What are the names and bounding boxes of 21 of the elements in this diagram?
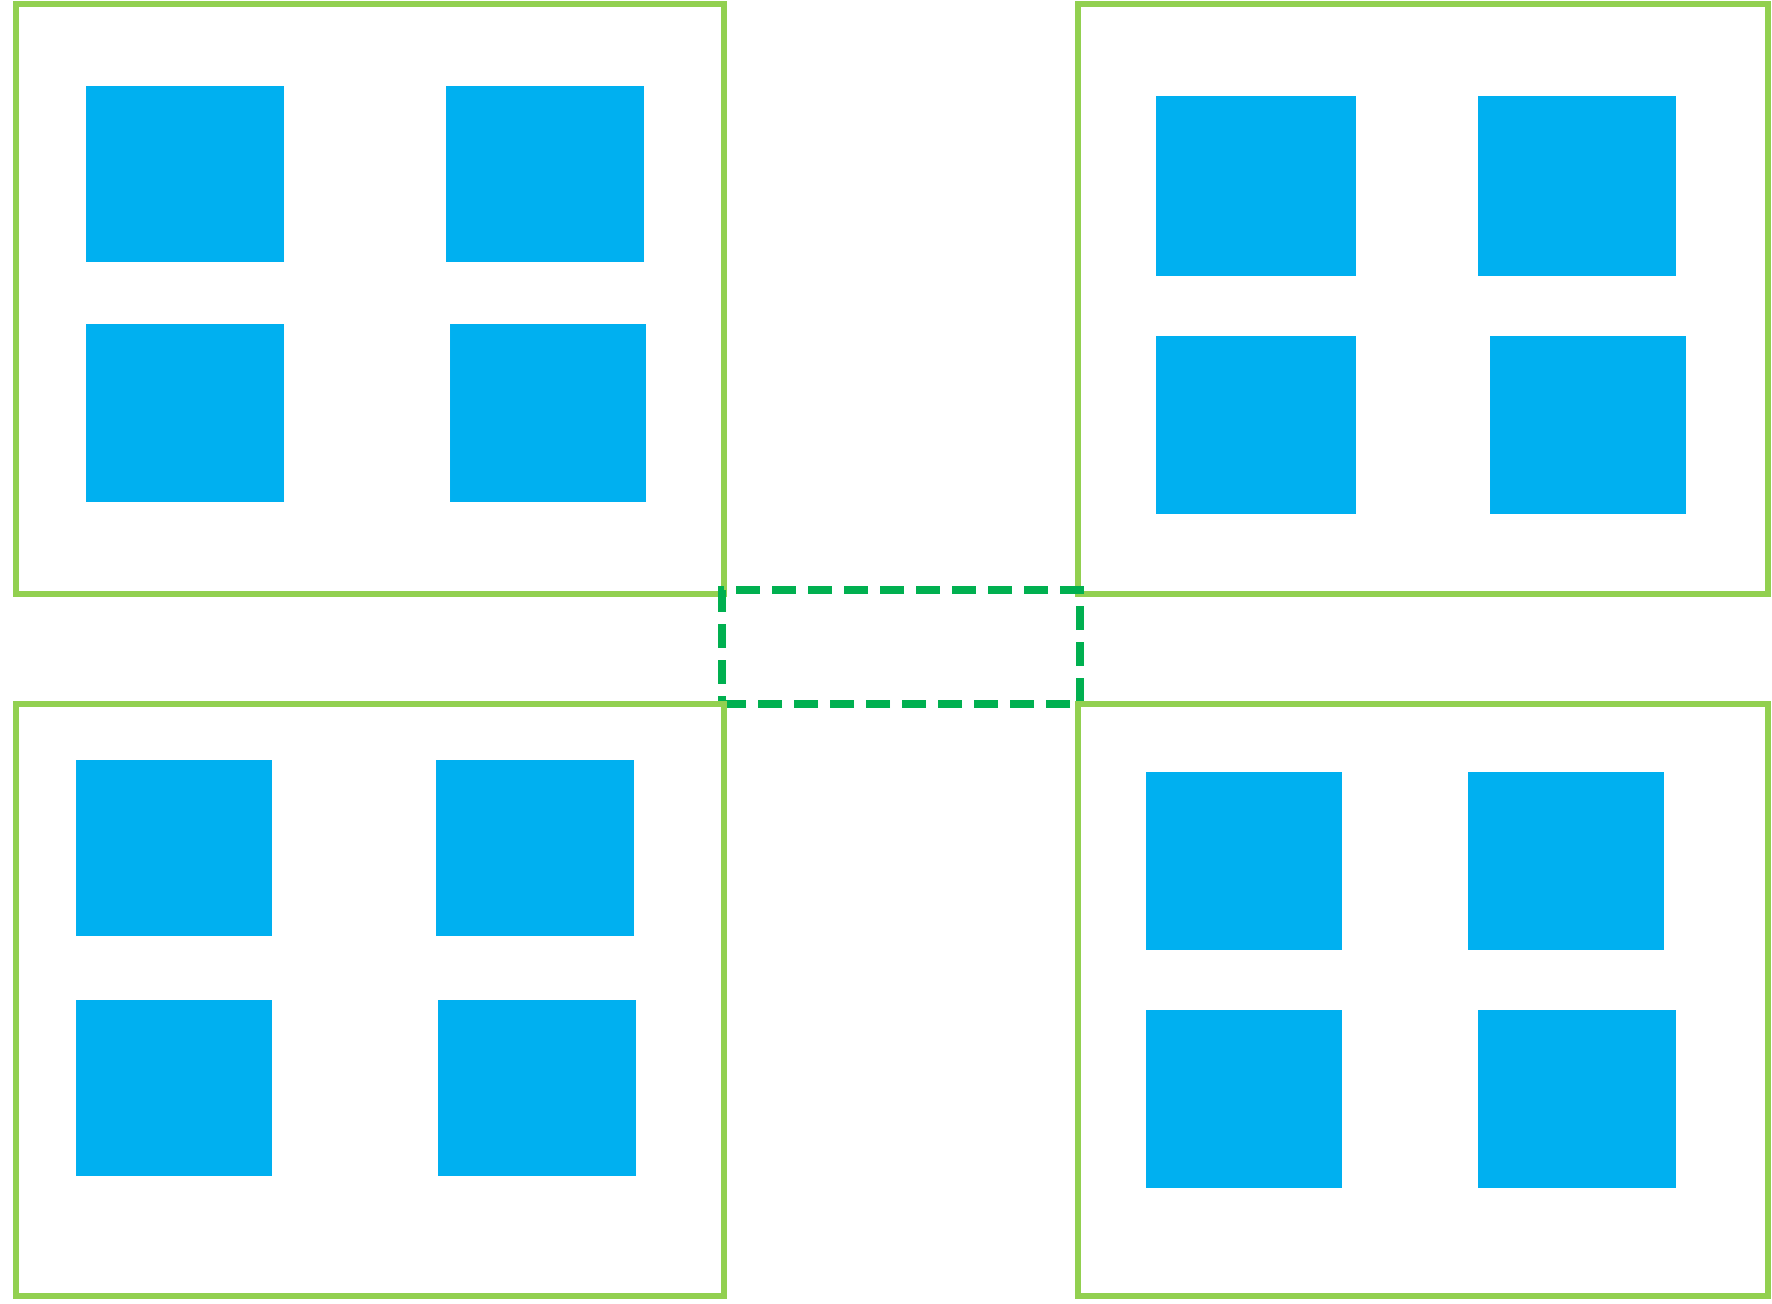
square [1478,1009,1676,1188]
panel-box [13,1,727,597]
square [1156,95,1356,276]
square [1156,336,1356,514]
square [76,999,272,1176]
panel-box [1075,700,1771,1299]
square [450,323,646,502]
square [86,323,284,502]
square [1146,771,1342,950]
panel-box [13,700,727,1299]
square [446,86,644,262]
dashed-box [718,586,1084,708]
square [1478,95,1676,276]
square [1146,1009,1342,1188]
square [1490,336,1686,514]
square [1468,771,1664,950]
square [436,759,634,936]
panel-box [1075,1,1771,597]
square [86,86,284,262]
square [438,999,636,1176]
square [76,759,272,936]
